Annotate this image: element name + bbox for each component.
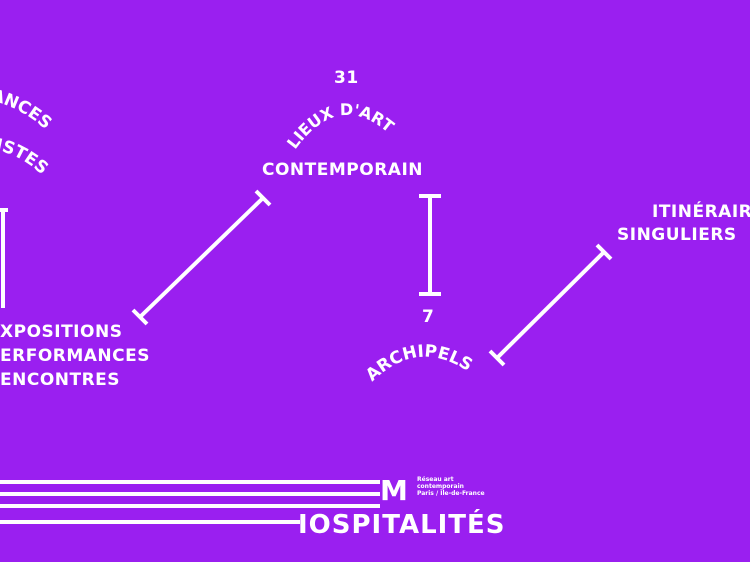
label-expositions: XPOSITIONS bbox=[0, 322, 123, 342]
label-performances: ERFORMANCES bbox=[0, 346, 150, 366]
label-lieux-count: 31 bbox=[334, 68, 359, 88]
label-istes: ISTES bbox=[0, 135, 52, 178]
label-archipels: ARCHIPELS bbox=[362, 341, 476, 385]
connector-archipels-itineraires bbox=[488, 243, 613, 367]
label-itineraires: ITINÉRAIR bbox=[652, 202, 750, 222]
caption-line-2: contemporain bbox=[417, 483, 464, 490]
label-contemporain: CONTEMPORAIN bbox=[262, 160, 423, 180]
logo-title: IOSPITALITÉS bbox=[298, 510, 506, 540]
label-singuliers: SINGULIERS bbox=[617, 225, 737, 245]
logo-stripes bbox=[0, 480, 380, 524]
connector-expositions-contemporain bbox=[131, 189, 272, 326]
logo-caption: Réseau art contemporain Paris / Île-de-F… bbox=[417, 476, 485, 497]
label-ances: ANCES bbox=[0, 86, 55, 134]
label-lieux-art: LIEUX D'ART bbox=[283, 100, 398, 152]
left-connector bbox=[0, 208, 8, 308]
logo-mark: M bbox=[380, 474, 408, 507]
label-rencontres: ENCONTRES bbox=[0, 370, 121, 390]
label-archipels-count: 7 bbox=[422, 307, 435, 327]
connector-contemporain-archipels bbox=[419, 194, 441, 296]
caption-line-1: Réseau art bbox=[417, 476, 454, 483]
caption-line-3: Paris / Île-de-France bbox=[417, 490, 485, 497]
